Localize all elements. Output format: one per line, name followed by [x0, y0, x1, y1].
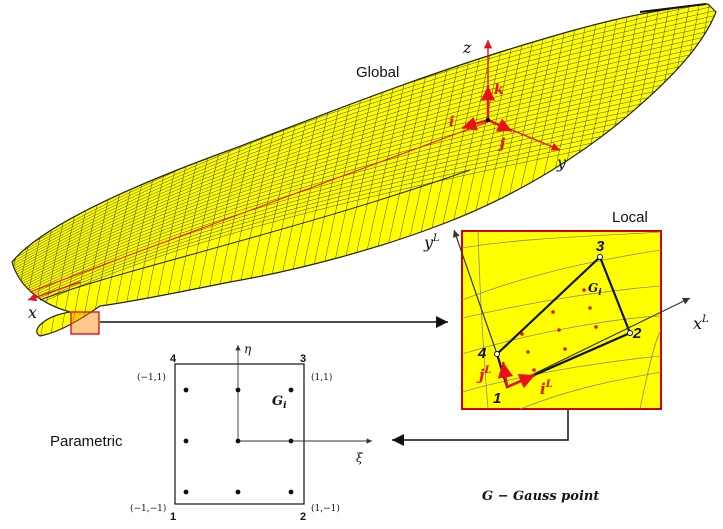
local-gauss-point — [551, 310, 555, 314]
global-y-label: y — [556, 153, 567, 172]
parametric-gauss-point — [236, 439, 241, 444]
local-node-3: 3 — [596, 238, 605, 255]
gauss-point-legend: G − Gauss point — [482, 489, 599, 504]
parametric-gauss-point — [289, 490, 294, 495]
parametric-gauss-point — [236, 490, 241, 495]
local-gauss-point — [520, 332, 524, 336]
parametric-gauss-point — [289, 388, 294, 393]
parametric-gauss-label: Gi — [272, 394, 287, 411]
local-xL-label: xL — [693, 314, 709, 333]
arrow-local-to-parametric — [392, 410, 568, 440]
local-gauss-point — [563, 347, 567, 351]
global-x-label: x — [28, 303, 37, 322]
selected-element-marker — [71, 312, 99, 334]
parametric-node-3: 3 — [300, 353, 306, 365]
parametric-node-4: 4 — [170, 353, 177, 365]
local-gauss-point — [582, 288, 586, 292]
local-gauss-point — [594, 325, 598, 329]
local-label: Local — [612, 209, 648, 226]
parametric-coord-4: (−1,1) — [137, 372, 166, 383]
parametric-gauss-point — [184, 439, 189, 444]
parametric-square — [175, 364, 304, 504]
local-panel-background — [462, 231, 661, 409]
parametric-coord-3: (1,1) — [311, 372, 332, 383]
parametric-gauss-point — [289, 439, 294, 444]
global-k-label: k — [494, 82, 504, 98]
local-gauss-point — [532, 368, 536, 372]
local-node-4: 4 — [477, 345, 487, 362]
parametric-gauss-point — [236, 388, 241, 393]
parametric-element: η ξ Gi 1 2 3 4 (−1,−1) (1,−1) (1,1) (−1,… — [130, 342, 372, 523]
local-gauss-point — [588, 306, 592, 310]
global-label: Global — [356, 64, 399, 81]
parametric-xi-label: ξ — [356, 451, 364, 465]
local-gauss-point — [526, 350, 530, 354]
global-z-label: z — [462, 38, 472, 57]
local-yL-label: yL — [423, 233, 440, 252]
global-origin — [486, 118, 490, 122]
global-i-label: i — [449, 114, 454, 130]
local-node-2: 2 — [632, 325, 642, 342]
parametric-coord-1: (−1,−1) — [130, 503, 166, 514]
local-node-marker-3 — [598, 255, 603, 260]
parametric-node-2: 2 — [300, 511, 306, 523]
parametric-node-1: 1 — [170, 511, 176, 523]
local-node-marker-2 — [628, 331, 633, 336]
parametric-gauss-point — [184, 490, 189, 495]
parametric-gauss-point — [184, 388, 189, 393]
parametric-label: Parametric — [50, 433, 123, 450]
local-gauss-point — [557, 328, 561, 332]
parametric-eta-label: η — [244, 342, 252, 356]
parametric-coord-2: (1,−1) — [311, 503, 340, 514]
local-node-1: 1 — [493, 390, 501, 407]
local-panel: 1 2 3 4 Gi iL jL — [454, 230, 690, 409]
local-node-marker-4 — [495, 352, 500, 357]
